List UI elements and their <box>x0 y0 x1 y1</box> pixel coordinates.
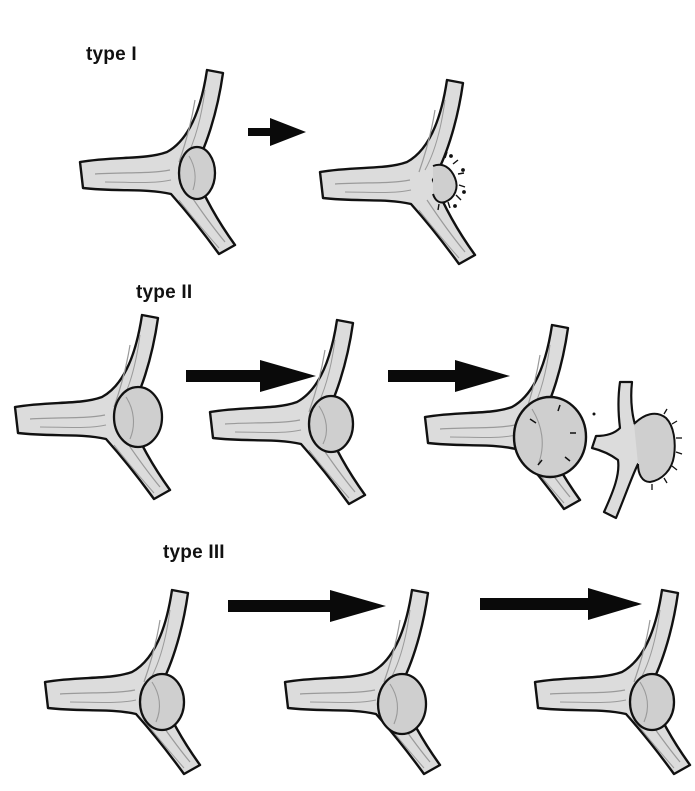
type-i-after <box>320 80 475 264</box>
type-ii-stage-1 <box>15 315 170 499</box>
type-ii-stage-2 <box>210 320 365 504</box>
right-arrow-icon <box>186 360 316 392</box>
type-iii-stage-3 <box>535 590 690 774</box>
type-iii-stage-2 <box>285 590 440 774</box>
right-arrow-icon <box>480 588 642 620</box>
type-i-before <box>80 70 235 254</box>
right-arrow-icon <box>388 360 510 392</box>
right-arrow-icon <box>248 118 306 146</box>
aneurysm-sac <box>634 414 675 482</box>
type-ii-result <box>592 382 682 518</box>
type-ii-stage-3 <box>425 325 586 509</box>
right-arrow-icon <box>228 590 386 622</box>
type-iii-stage-1 <box>45 590 200 774</box>
